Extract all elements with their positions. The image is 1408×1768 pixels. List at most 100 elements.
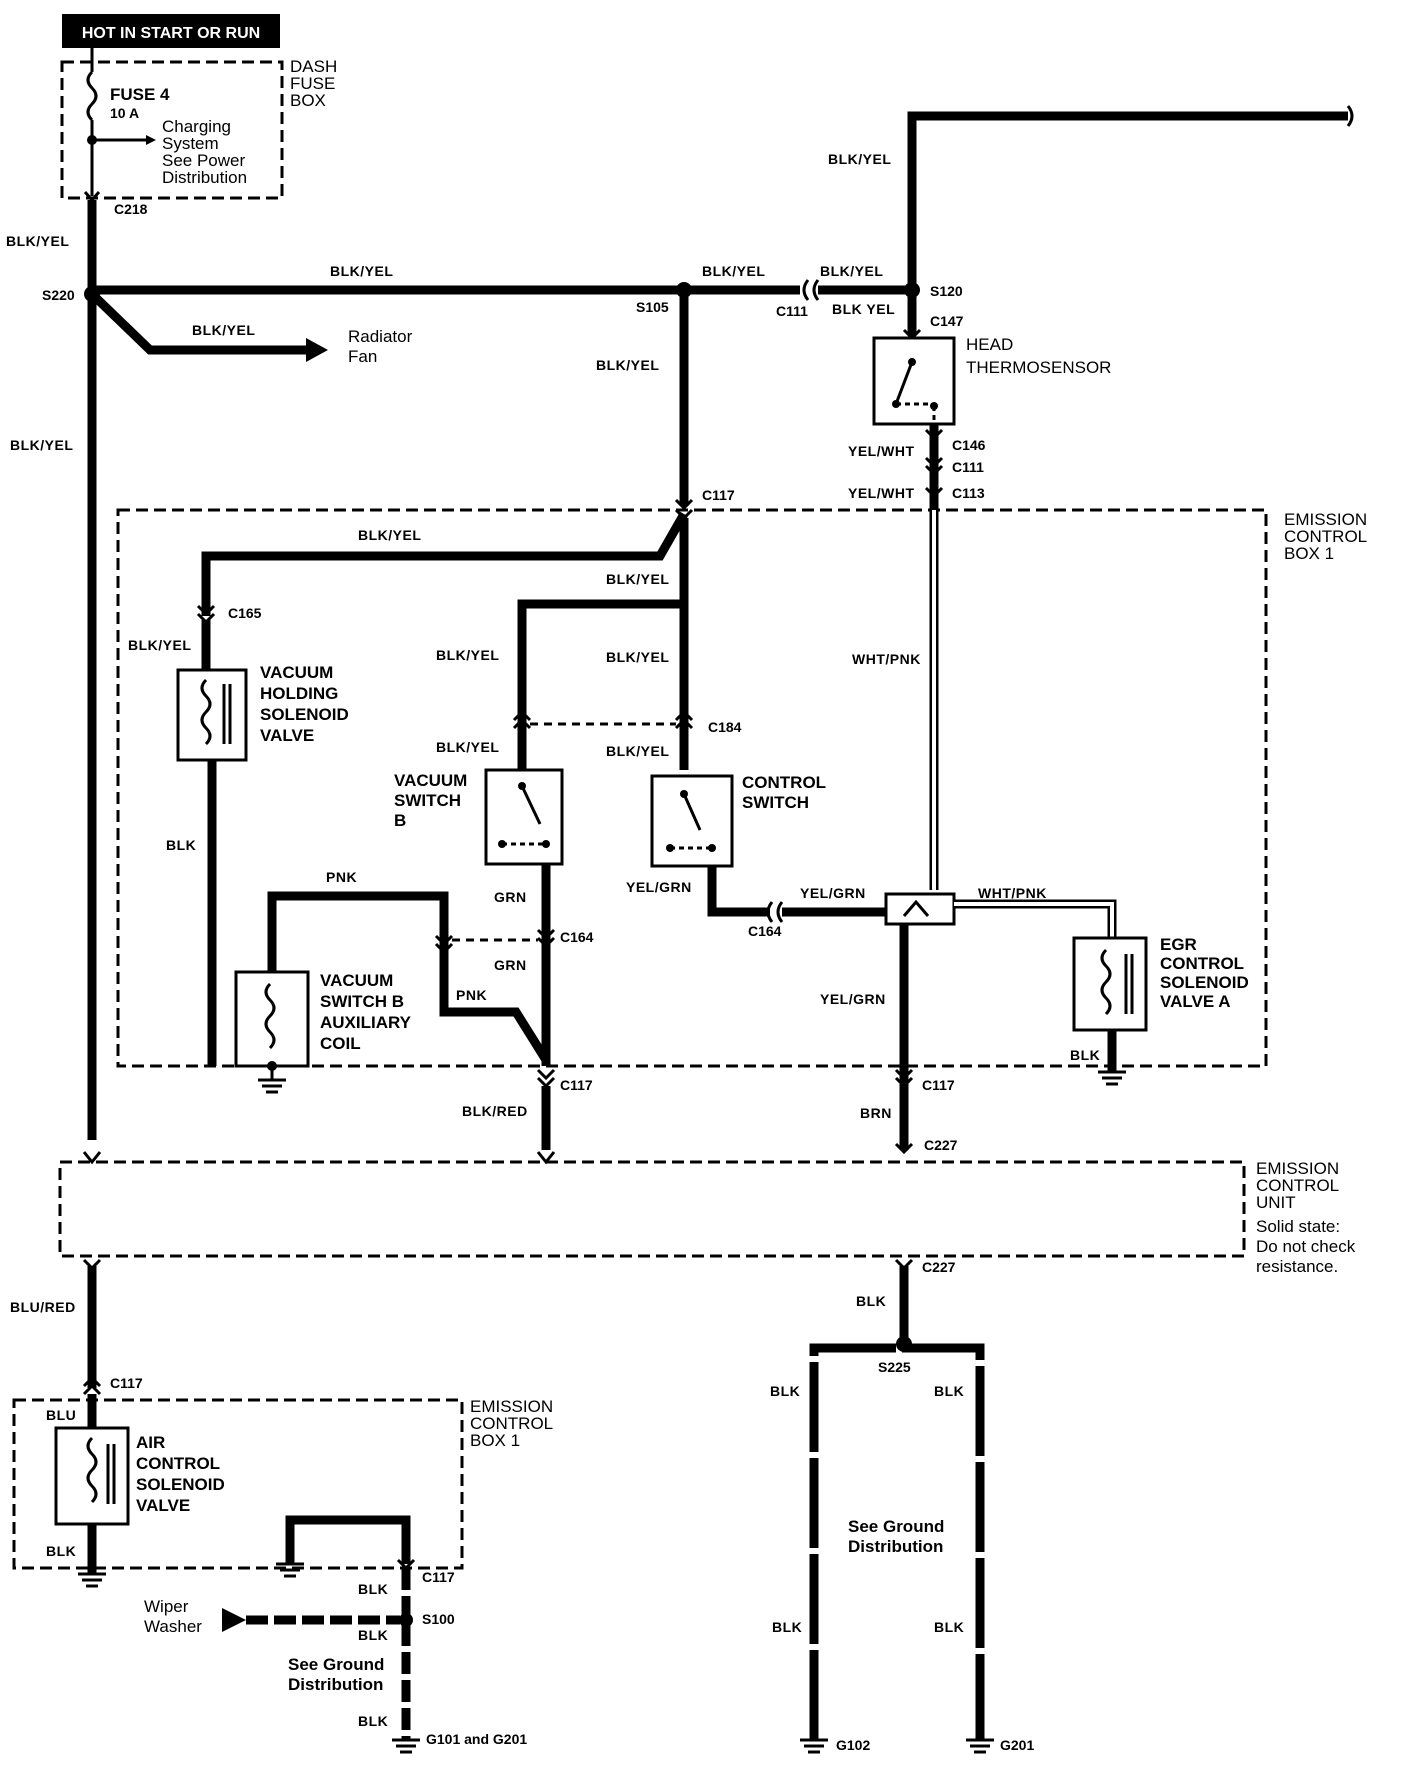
- fuse-4-icon: [86, 70, 98, 122]
- connector-vsb-upper-icon: [512, 709, 532, 730]
- vhs-label-1: VACUUM: [260, 663, 333, 682]
- acs-label-1: AIR: [136, 1433, 165, 1452]
- connector-c117-lower2-label: C117: [422, 1569, 455, 1585]
- wire-inner-top: [201, 511, 688, 616]
- see-ground-right-1: See Ground: [848, 1517, 944, 1536]
- wire-label-holding-out: BLK: [166, 837, 196, 853]
- ecb1-label-2: CONTROL: [1284, 527, 1367, 546]
- wire-cs-out: [707, 866, 770, 917]
- wire-label-blk-g201: BLK: [934, 1619, 964, 1635]
- wire-label-s105-down: BLK/YEL: [596, 357, 659, 373]
- wire-label-top-h2: BLK/YEL: [702, 263, 765, 279]
- dash-fuse-box-label-2: FUSE: [290, 74, 335, 93]
- banner-text: HOT IN START OR RUN: [82, 25, 260, 42]
- wire-label-vsb-in: BLK/YEL: [436, 647, 499, 663]
- connector-c147-label: C147: [930, 313, 964, 329]
- wire-label-cs-out: YEL/GRN: [626, 879, 692, 895]
- wire-continues-icon: [1346, 105, 1354, 127]
- wire-label-left-top: BLK/YEL: [6, 233, 69, 249]
- ecu-label-1: EMISSION: [1256, 1159, 1339, 1178]
- radiator-fan-label-1: Radiator: [348, 327, 413, 346]
- splice-s120-label: S120: [930, 283, 963, 299]
- head-thermosensor: [872, 336, 956, 426]
- wiper-washer-label-1: Wiper: [144, 1597, 189, 1616]
- splice-s220-label: S220: [42, 287, 75, 303]
- ground-g102-icon: [800, 1738, 828, 1754]
- connector-c111-mid-label: C111: [952, 459, 984, 475]
- branch-note-4: Distribution: [162, 168, 247, 187]
- ground-acs-icon: [78, 1572, 106, 1588]
- air-solenoid-coil-icon: [86, 1436, 98, 1504]
- egr-label-2: CONTROL: [1160, 954, 1244, 973]
- vsb-label-2: SWITCH: [394, 791, 461, 810]
- connector-c117-bl-icon: [536, 1068, 556, 1089]
- ground-g101-label: G101 and G201: [426, 1731, 527, 1747]
- connector-pnk-icon: [434, 934, 454, 955]
- wire-label-top-right: BLK/YEL: [828, 151, 891, 167]
- fuse-name: FUSE 4: [110, 85, 170, 104]
- connector-c117-br-icon: [894, 1068, 914, 1089]
- connector-c227-bottom-label: C227: [922, 1259, 956, 1275]
- wire-label-pnk-low: PNK: [456, 987, 487, 1003]
- head-thermosensor-label-1: HEAD: [966, 335, 1013, 354]
- connector-c117-top-label: C117: [702, 487, 735, 503]
- splice-s225-label: S225: [878, 1359, 911, 1375]
- wire-label-whtpnk-h: WHT/PNK: [978, 885, 1047, 901]
- thermosensor-switch-icon: [894, 361, 914, 405]
- emission-control-box-1-lower: [12, 1398, 464, 1570]
- branch-note-2: System: [162, 134, 219, 153]
- ground-g101-icon: [392, 1738, 420, 1754]
- wire-label-blk-s100: BLK: [358, 1627, 388, 1643]
- wire-radiator-fan: [88, 290, 310, 355]
- connector-c227-top-label: C227: [924, 1137, 958, 1153]
- wire-whtpnk-h: [954, 902, 1114, 938]
- ground-loop-icon: [276, 1562, 304, 1578]
- wire-label-blk-g: BLK: [358, 1713, 388, 1729]
- connector-c218-label: C218: [114, 201, 148, 217]
- ground-g102-label: G102: [836, 1737, 870, 1753]
- control-switch: [650, 774, 734, 868]
- wire-blk-s225: [809, 1343, 985, 1740]
- vacuum-switch-b-aux-coil: [234, 970, 310, 1068]
- aux-coil-icon: [264, 982, 276, 1050]
- ground-g201-label: G201: [1000, 1737, 1034, 1753]
- wire-vsb-feed: [517, 599, 684, 770]
- vhs-label-4: VALVE: [260, 726, 314, 745]
- connector-c117-lower-label: C117: [110, 1375, 143, 1391]
- wire-label-blu: BLU: [46, 1407, 76, 1423]
- dash-fuse-box-label-3: BOX: [290, 91, 326, 110]
- ecu-note-2: Do not check: [1256, 1237, 1356, 1256]
- emission-control-unit: [58, 1160, 1246, 1258]
- egr-control-solenoid: [1072, 936, 1148, 1032]
- cs-label-2: SWITCH: [742, 793, 809, 812]
- diode-junction: [884, 892, 956, 926]
- connector-c146-icon: [924, 428, 944, 441]
- wire-label-brn: BRN: [860, 1105, 892, 1121]
- wire-label-therm-out2: YEL/WHT: [848, 485, 915, 501]
- vacuum-switch-b-icon: [520, 785, 542, 825]
- wire-label-inner-top: BLK/YEL: [358, 527, 421, 543]
- ecb1l-label-2: CONTROL: [470, 1414, 553, 1433]
- connector-c111-top-icon: [802, 279, 820, 301]
- wire-label-therm-out: YEL/WHT: [848, 443, 915, 459]
- connector-c117-bl-label: C117: [560, 1077, 593, 1093]
- branch-arrow-icon: [146, 135, 156, 145]
- vsbac-label-4: COIL: [320, 1034, 361, 1053]
- see-ground-left-1: See Ground: [288, 1655, 384, 1674]
- wire-label-whtpnk-v: WHT/PNK: [852, 651, 921, 667]
- dash-fuse-box-label-1: DASH: [290, 57, 337, 76]
- vsb-label-3: B: [394, 811, 406, 830]
- connector-c164-mid-label: C164: [560, 929, 594, 945]
- ground-g201-icon: [966, 1738, 994, 1754]
- ecu-note-1: Solid state:: [1256, 1217, 1340, 1236]
- wire-label-top-h: BLK/YEL: [330, 263, 393, 279]
- egr-label-3: SOLENOID: [1160, 973, 1249, 992]
- wire-label-blk-g102: BLK: [772, 1619, 802, 1635]
- wire-label-holding-in: BLK/YEL: [128, 637, 191, 653]
- wire-label-grn1: GRN: [494, 889, 527, 905]
- ecb1l-label-1: EMISSION: [470, 1397, 553, 1416]
- connector-c164-mid-icon: [536, 928, 556, 949]
- wire-label-blk-c227: BLK: [856, 1293, 886, 1309]
- ground-egr-icon: [1098, 1070, 1126, 1086]
